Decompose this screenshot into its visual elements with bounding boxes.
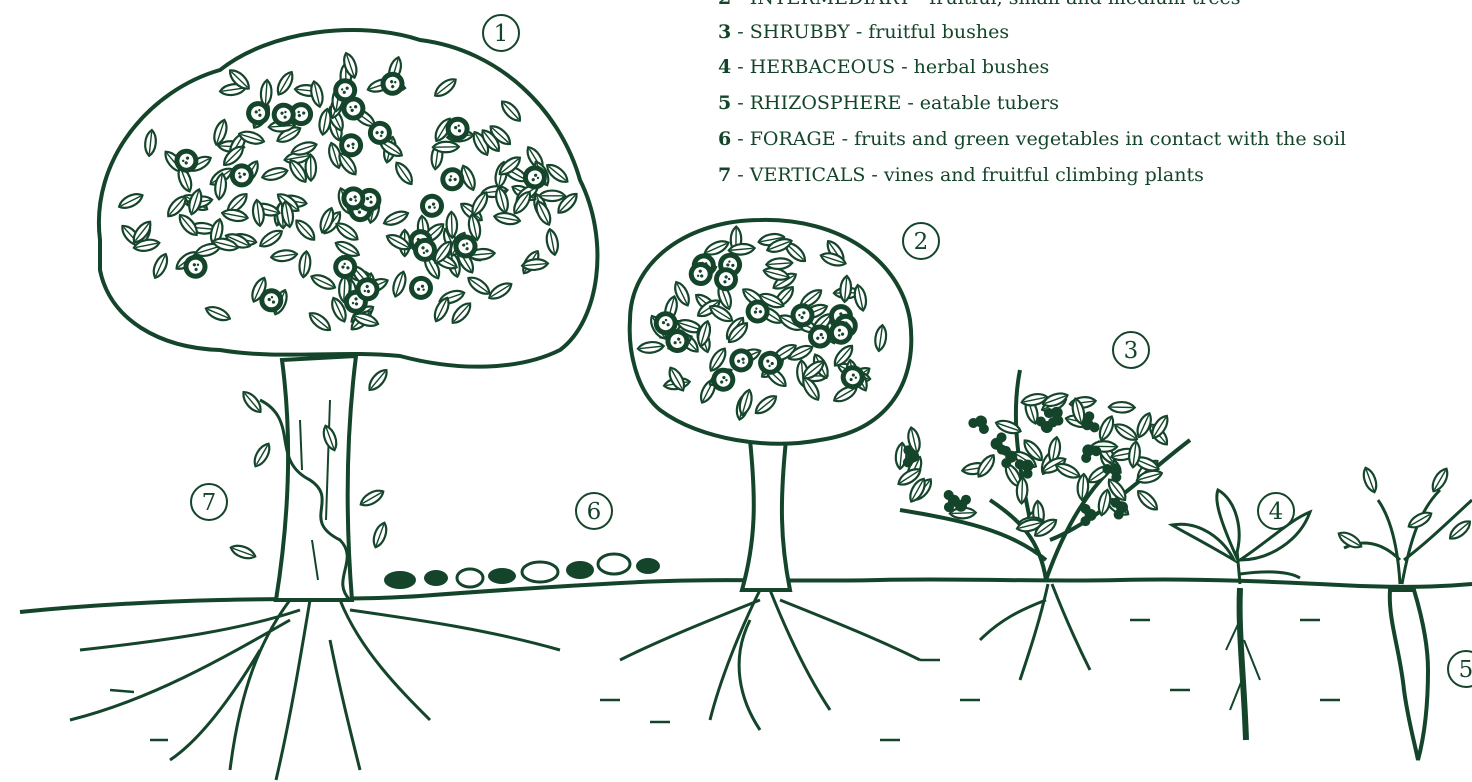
tuber-plant xyxy=(1336,466,1472,760)
leaf-icon xyxy=(446,212,457,238)
herbal-bush xyxy=(1172,490,1310,740)
svg-text:4: 4 xyxy=(1269,499,1284,525)
svg-text:5: 5 xyxy=(1459,657,1472,683)
fruit-shrub xyxy=(895,370,1190,580)
leaf-icon xyxy=(433,142,459,153)
medium-tree-trunk xyxy=(742,440,790,590)
berry-icon xyxy=(966,411,994,438)
svg-text:2: 2 xyxy=(914,229,929,255)
leaf-icon xyxy=(1054,461,1082,482)
leaf-icon xyxy=(1135,487,1161,513)
medium-tree xyxy=(630,220,912,590)
marker-5: 5 xyxy=(1448,651,1472,687)
legend-item-forage: 6 - FORAGE - fruits and green vegetables… xyxy=(718,127,1346,151)
marker-3: 3 xyxy=(1113,332,1149,368)
leaf-icon xyxy=(539,191,565,202)
tuber-root xyxy=(1390,590,1428,760)
legend-item-shrubby: 3 - SHRUBBY - fruitful bushes xyxy=(718,20,1009,44)
leaf-icon xyxy=(1109,402,1135,413)
legend-item-rhizosphere: 5 - RHIZOSPHERE - eatable tubers xyxy=(718,91,1059,115)
marker-7: 7 xyxy=(191,484,227,520)
leaf-icon xyxy=(1112,421,1140,444)
soil-marks xyxy=(110,620,1340,740)
marker-2: 2 xyxy=(903,223,939,259)
svg-text:7: 7 xyxy=(202,490,217,516)
marker-1: 1 xyxy=(483,15,519,51)
legend-item-verticals: 7 - VERTICALS - vines and fruitful climb… xyxy=(718,163,1204,187)
leaf-icon xyxy=(994,418,1022,436)
legend-item-herbaceous: 4 - HERBACEOUS - herbal bushes xyxy=(718,55,1049,79)
svg-text:3: 3 xyxy=(1124,338,1139,364)
svg-text:6: 6 xyxy=(587,499,602,525)
legend-item-intermediary: 2 - INTERMEDIARY - fruitful, small and m… xyxy=(718,0,1241,10)
leaf-icon xyxy=(1016,477,1027,503)
large-tree xyxy=(99,30,598,600)
marker-4: 4 xyxy=(1258,493,1294,529)
root-system xyxy=(70,584,1090,780)
leaf-icon xyxy=(1096,489,1112,517)
svg-text:1: 1 xyxy=(494,21,509,47)
marker-6: 6 xyxy=(576,493,612,529)
